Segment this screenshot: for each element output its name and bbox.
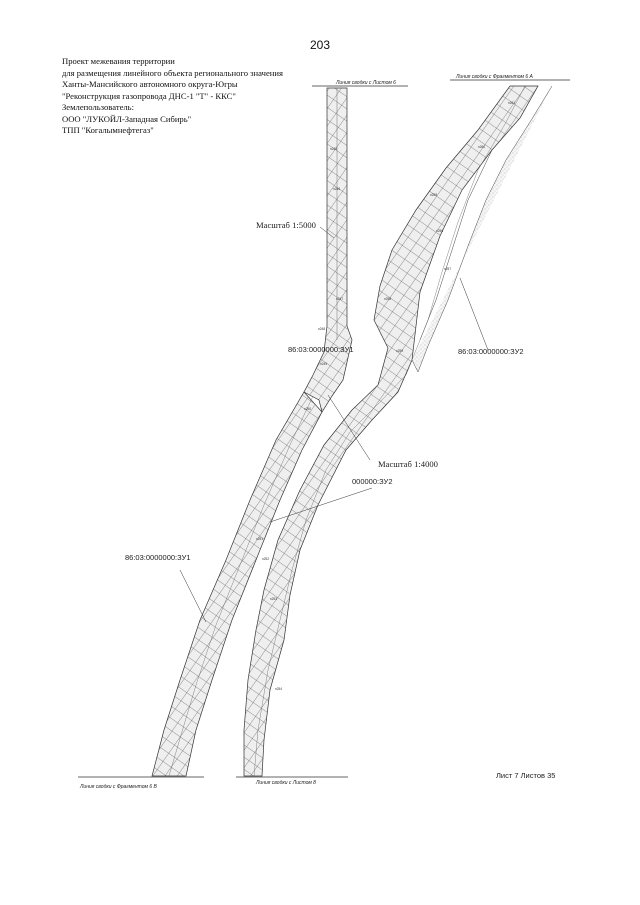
svg-text:n248: n248	[318, 327, 325, 331]
svg-text:n255: n255	[430, 193, 437, 197]
survey-points: n245 n246 n247 n248 n249 n250 n251 n252 …	[256, 101, 515, 691]
svg-text:n260: n260	[478, 145, 485, 149]
match-line-label: Линия сводки с Фрагментом 6 А	[455, 74, 534, 80]
svg-text:n250: n250	[304, 407, 311, 411]
header-line: ТПП "Когалымнефтегаз"	[62, 125, 154, 135]
header-line: для размещения линейного объекта региона…	[62, 67, 283, 78]
scale-label-lower: Масштаб 1:4000	[378, 459, 438, 469]
match-line-bottom-mid: Линия сводки с Листом 8	[236, 776, 348, 786]
project-header: Проект межевания территории для размещен…	[62, 56, 283, 137]
match-line-label: Линия сводки с Листом 8	[255, 780, 316, 786]
match-line-bottom-left: Линия сводки с Фрагментом 6 В	[78, 776, 204, 790]
header-line: Проект межевания территории	[62, 56, 175, 66]
corridor-right	[243, 85, 553, 777]
match-line-label: Линия сводки с Листом 6	[335, 80, 396, 86]
sheet-number: Лист 7 Листов 35	[496, 771, 555, 780]
header-line: ООО "ЛУКОЙЛ-Западная Сибирь"	[62, 113, 192, 124]
parcel-label-zu1-upper: 86:03:0000000:ЗУ1	[288, 345, 354, 354]
svg-text:n257: n257	[444, 267, 451, 271]
svg-text:n261: n261	[508, 101, 515, 105]
scale-label-upper: Масштаб 1:5000	[256, 220, 316, 230]
header-line: Землепользователь:	[62, 102, 134, 112]
svg-text:n254: n254	[275, 687, 282, 691]
corridor-zu1	[151, 391, 323, 777]
svg-text:n246: n246	[333, 187, 340, 191]
svg-text:n253: n253	[270, 597, 277, 601]
parcel-label-zu1-lower: 86:03:0000000:ЗУ1	[125, 553, 191, 562]
parcel-label-zu2-lower: 000000:ЗУ2	[352, 477, 393, 486]
svg-text:n251: n251	[256, 537, 263, 541]
page-number: 203	[309, 38, 331, 52]
match-line-label: Линия сводки с Фрагментом 6 В	[79, 784, 158, 790]
header-line: "Реконструкция газопровода ДНС-1 "Т" - К…	[62, 90, 236, 101]
svg-text:n252: n252	[262, 557, 269, 561]
svg-text:n256: n256	[436, 229, 443, 233]
svg-text:n249: n249	[320, 362, 327, 366]
svg-text:n259: n259	[396, 349, 403, 353]
svg-text:n247: n247	[336, 297, 343, 301]
match-line-top-right: Линия сводки с Фрагментом 6 А	[450, 74, 570, 81]
parcel-label-zu2-right: 86:03:0000000:ЗУ2	[458, 347, 524, 356]
header-line: Ханты-Мансийского автономного округа-Югр…	[62, 79, 238, 89]
svg-text:n258: n258	[384, 297, 391, 301]
corridor-upper	[303, 87, 353, 413]
leader-lines	[179, 226, 489, 623]
svg-text:n245: n245	[330, 147, 337, 151]
match-line-top-left: Линия сводки с Листом 6	[312, 80, 408, 87]
